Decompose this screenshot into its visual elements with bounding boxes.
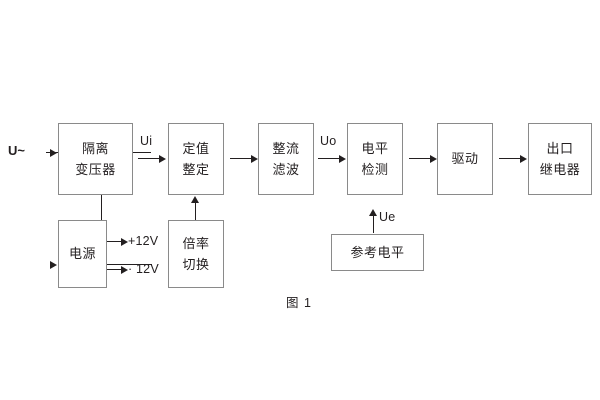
block-reference-level: 参考电平 [331, 234, 424, 271]
input-source-label: U~ [8, 143, 25, 158]
block-isolation-transformer: 隔离 变压器 [58, 123, 133, 195]
rail-line-positive [107, 241, 123, 242]
block-level-detect-line1: 电平 [361, 140, 389, 156]
block-multiplier-switch-line2: 切换 [182, 257, 210, 272]
block-drive-line1: 驱动 [451, 151, 479, 167]
block-isolation-transformer-line2: 变压器 [75, 162, 116, 177]
block-multiplier-switch-line1: 倍率 [182, 235, 210, 251]
block-setting-adjust-line1: 定值 [182, 140, 210, 156]
arrowhead-rectify-to-level [339, 154, 346, 163]
block-power-supply: 电源 [58, 220, 107, 288]
arrow-line-drive-to-relay [499, 158, 521, 159]
arrowhead-drive-to-relay [520, 154, 527, 163]
arrowhead-setting-to-rectify [251, 154, 258, 163]
block-output-relay-line1: 出口 [546, 140, 574, 156]
arrow-line-level-to-drive [409, 158, 431, 159]
arrowhead-multiplier-to-setting [191, 196, 199, 203]
block-power-supply-line1: 电源 [68, 246, 96, 262]
figure-caption: 图 1 [286, 296, 312, 310]
block-reference-level-line1: 参考电平 [350, 244, 405, 260]
feed-line-power-supply [101, 264, 152, 265]
arrow-line-reference-to-level [373, 213, 374, 233]
signal-label-uo: Uo [320, 134, 337, 148]
arrowhead-transformer-to-setting [159, 154, 166, 163]
arrowhead-rail-negative [121, 265, 128, 274]
block-output-relay-line2: 继电器 [539, 162, 581, 177]
block-setting-adjust-line2: 整定 [182, 162, 210, 177]
signal-label-ue: Ue [379, 210, 396, 224]
arrowhead-transformer-feed [50, 148, 57, 157]
block-isolation-transformer-line1: 隔离 [81, 140, 109, 156]
arrow-line-setting-to-rectify [230, 158, 252, 159]
block-level-detect-line2: 检测 [361, 162, 389, 177]
arrowhead-reference-to-level [369, 209, 377, 216]
block-rectify-filter: 整流 滤波 [258, 123, 314, 195]
arrowhead-power-supply-feed [50, 260, 57, 269]
block-setting-adjust: 定值 整定 [168, 123, 224, 195]
arrow-line-rectify-to-level [318, 158, 340, 159]
rail-label-positive: +12V [128, 234, 159, 248]
rail-line-negative [107, 269, 123, 270]
signal-label-ui: Ui [140, 134, 153, 148]
block-rectify-filter-line2: 滤波 [272, 162, 300, 177]
source-bus-vertical [101, 152, 102, 265]
arrowhead-rail-positive [121, 237, 128, 246]
arrowhead-level-to-drive [430, 154, 437, 163]
rail-label-negative: · 12V [128, 262, 159, 276]
block-output-relay: 出口 继电器 [528, 123, 592, 195]
arrow-line-transformer-to-setting [138, 158, 160, 159]
block-multiplier-switch: 倍率 切换 [168, 220, 224, 288]
block-level-detect: 电平 检测 [347, 123, 403, 195]
block-rectify-filter-line1: 整流 [272, 140, 300, 156]
arrow-line-multiplier-to-setting [195, 200, 196, 220]
block-drive: 驱动 [437, 123, 493, 195]
